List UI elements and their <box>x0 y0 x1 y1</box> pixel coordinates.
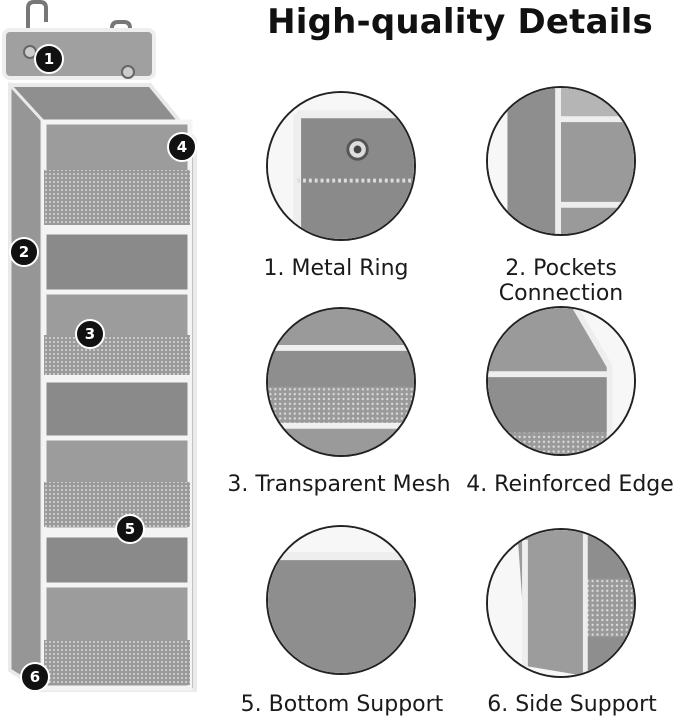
badge-3: 3 <box>75 319 105 349</box>
detail-transparent-mesh-image <box>266 307 416 457</box>
detail-bottom-support-image <box>266 525 416 675</box>
badge-2: 2 <box>9 237 39 267</box>
badge-1: 1 <box>34 44 64 74</box>
badge-5: 5 <box>115 514 145 544</box>
organizer-product-image: 1 2 3 4 5 6 <box>0 0 210 722</box>
detail-metal-ring-label: 1. Metal Ring <box>263 256 409 281</box>
detail-metal-ring-image <box>266 91 416 241</box>
detail-transparent-mesh-label: 3. Transparent Mesh <box>227 472 451 497</box>
detail-reinforced-edge-label: 4. Reinforced Edge <box>466 472 674 497</box>
detail-pockets-connection-label: 2. Pockets Connection <box>498 256 624 306</box>
detail-bottom-support-label: 5. Bottom Support <box>240 692 444 717</box>
badge-4: 4 <box>167 132 197 162</box>
detail-side-support-image <box>486 528 636 678</box>
badge-6: 6 <box>20 662 50 692</box>
detail-pockets-connection-image <box>486 86 636 236</box>
page-title: High-quality Details <box>267 2 653 42</box>
detail-reinforced-edge-image <box>486 306 636 456</box>
detail-side-support-label: 6. Side Support <box>487 692 657 717</box>
